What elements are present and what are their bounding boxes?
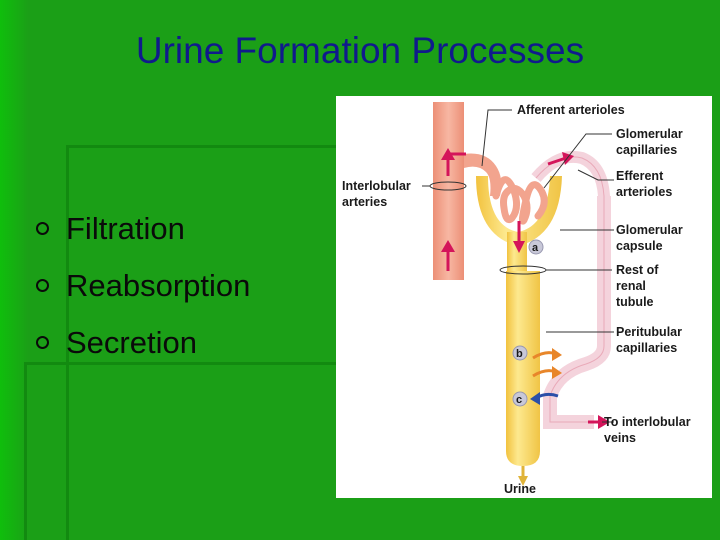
background-band	[0, 0, 28, 540]
label-veins-2: veins	[604, 431, 636, 445]
bullet-item-reabsorption: Reabsorption	[36, 257, 250, 314]
background-line	[24, 362, 336, 365]
label-renal-1: Rest of	[616, 263, 659, 277]
label-renal-3: tubule	[616, 295, 654, 309]
label-renal-2: renal	[616, 279, 646, 293]
label-peritubular-2: capillaries	[616, 341, 677, 355]
label-veins-1: To interlobular	[604, 415, 691, 429]
nephron-diagram: a b c Afferent arterioles Glomerular cap…	[336, 96, 712, 498]
glomerular-capsule	[476, 176, 562, 246]
leader-line	[543, 133, 612, 189]
bullet-list: Filtration Reabsorption Secretion	[36, 200, 250, 371]
step-c-label: c	[516, 394, 522, 406]
bullet-item-secretion: Secretion	[36, 314, 250, 371]
background-line	[24, 362, 27, 540]
label-glomerular-capillaries-2: capillaries	[616, 143, 677, 157]
slide-title: Urine Formation Processes	[135, 30, 585, 71]
label-peritubular-1: Peritubular	[616, 325, 682, 339]
bullet-item-filtration: Filtration	[36, 200, 250, 257]
leader-line	[481, 109, 512, 167]
bullet-dot-icon	[36, 279, 49, 292]
step-a-circle	[528, 239, 544, 255]
label-urine: Urine	[504, 482, 536, 496]
glomerular-capillaries	[492, 176, 548, 225]
label-capsule-2: capsule	[616, 239, 663, 253]
afferent-arteriole	[464, 153, 502, 196]
flow-arrow-efferent	[547, 156, 567, 166]
capsule-neck	[507, 232, 527, 274]
label-afferent: Afferent arterioles	[517, 103, 625, 117]
bullet-text: Reabsorption	[66, 267, 251, 303]
step-b-label: b	[516, 348, 523, 360]
label-interlobular-2: arteries	[342, 195, 387, 209]
label-efferent-2: arterioles	[616, 185, 672, 199]
label-interlobular-1: Interlobular	[342, 179, 411, 193]
step-b-circle	[512, 345, 528, 361]
background-line	[66, 145, 69, 540]
bullet-text: Filtration	[66, 210, 185, 246]
step-c-circle	[512, 391, 528, 407]
bullet-dot-icon	[36, 336, 49, 349]
label-efferent-1: Efferent	[616, 169, 664, 183]
label-glomerular-capillaries-1: Glomerular	[616, 127, 683, 141]
renal-tubule	[506, 271, 540, 451]
bullet-dot-icon	[36, 222, 49, 235]
label-capsule-1: Glomerular	[616, 223, 683, 237]
background-line	[66, 145, 336, 148]
nephron-svg: a b c Afferent arterioles Glomerular cap…	[342, 102, 691, 496]
step-a-label: a	[532, 242, 539, 254]
bullet-text: Secretion	[66, 324, 197, 360]
leader-line	[577, 169, 614, 181]
